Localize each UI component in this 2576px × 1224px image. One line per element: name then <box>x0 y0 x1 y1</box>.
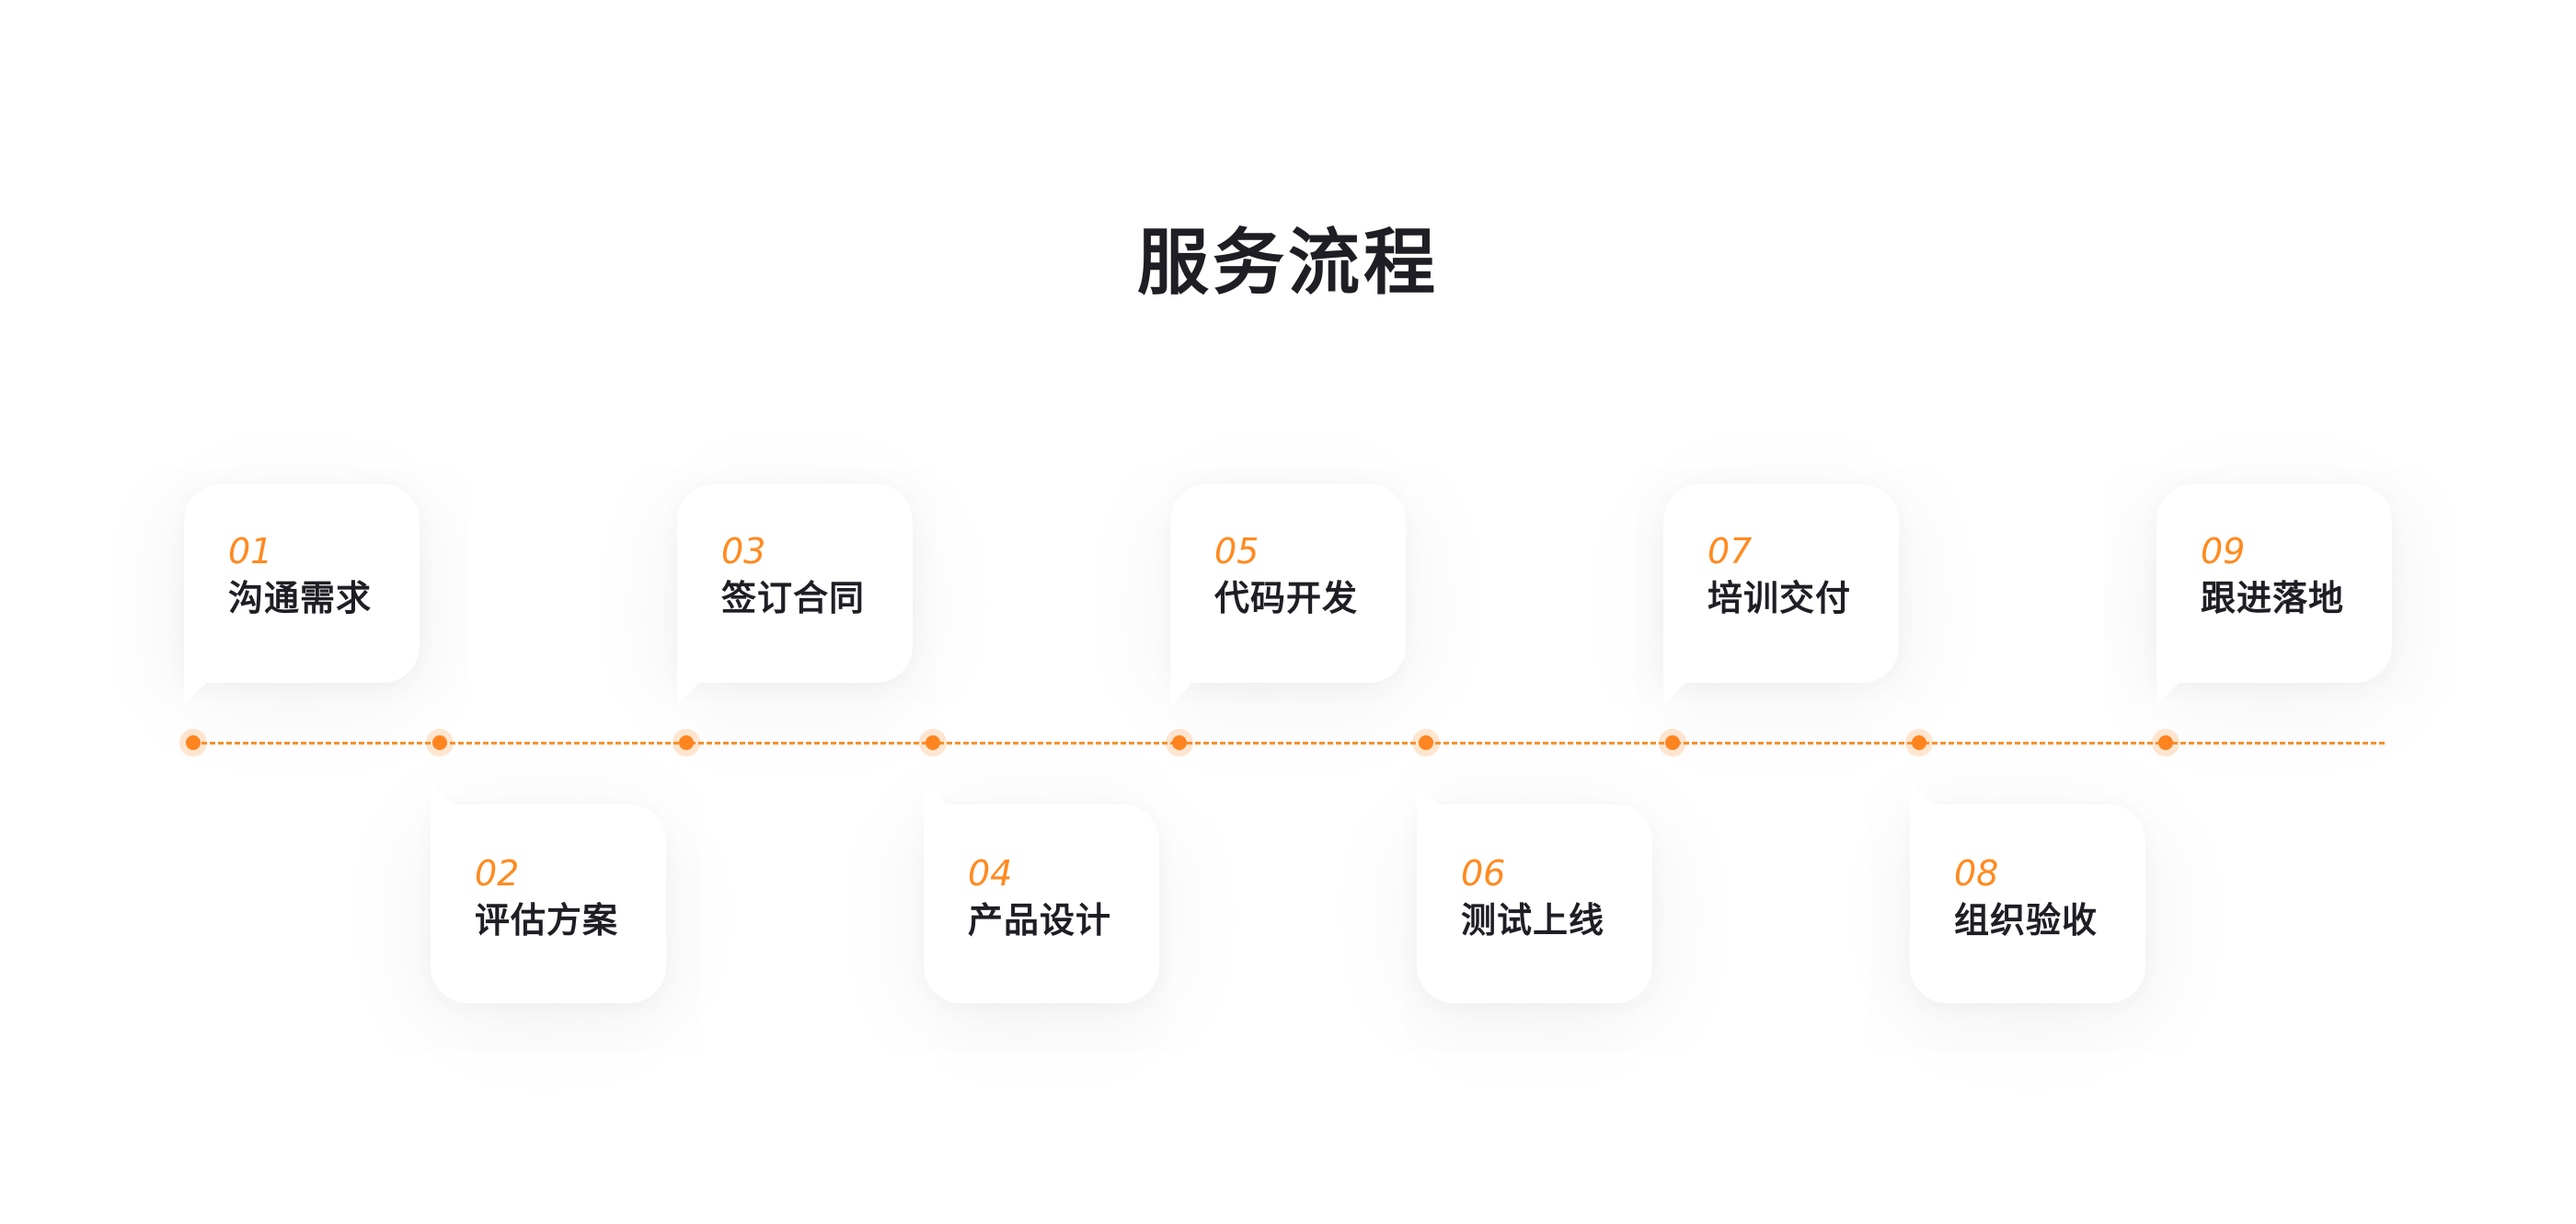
timeline-dot <box>1412 729 1440 756</box>
step-label: 组织验收 <box>1954 899 2099 941</box>
step-number: 06 <box>1461 853 1506 894</box>
timeline-dot <box>1905 729 1933 756</box>
step-label: 跟进落地 <box>2201 577 2345 618</box>
timeline-dot <box>1659 729 1686 756</box>
step-card-09: 09 跟进落地 <box>2156 484 2392 705</box>
timeline-dot <box>1166 729 1193 756</box>
timeline-line <box>193 742 2385 745</box>
step-label: 培训交付 <box>1708 577 1852 618</box>
step-card-05: 05 代码开发 <box>1170 484 1406 705</box>
timeline-dot <box>2152 729 2179 756</box>
step-label: 沟通需求 <box>228 577 373 618</box>
timeline-dot <box>426 729 454 756</box>
step-label: 产品设计 <box>968 899 1112 941</box>
step-card-08: 08 组织验收 <box>1910 782 2145 1003</box>
step-number: 01 <box>228 531 273 572</box>
step-card-04: 04 产品设计 <box>924 782 1159 1003</box>
step-label: 代码开发 <box>1214 577 1359 618</box>
page-title: 服务流程 <box>1136 222 1439 305</box>
step-card-01: 01 沟通需求 <box>184 484 420 705</box>
step-number: 03 <box>721 531 766 572</box>
step-number: 09 <box>2201 531 2246 572</box>
step-label: 测试上线 <box>1461 899 1605 941</box>
step-card-03: 03 签订合同 <box>677 484 913 705</box>
step-number: 08 <box>1954 853 1999 894</box>
timeline-dot <box>673 729 700 756</box>
step-label: 签订合同 <box>721 577 866 618</box>
step-label: 评估方案 <box>475 899 619 941</box>
step-number: 04 <box>968 853 1013 894</box>
step-card-02: 02 评估方案 <box>431 782 666 1003</box>
timeline-dot <box>179 729 207 756</box>
step-number: 07 <box>1708 531 1753 572</box>
step-card-06: 06 测试上线 <box>1417 782 1652 1003</box>
step-number: 02 <box>475 853 520 894</box>
timeline-dot <box>919 729 947 756</box>
step-card-07: 07 培训交付 <box>1663 484 1899 705</box>
step-number: 05 <box>1214 531 1259 572</box>
